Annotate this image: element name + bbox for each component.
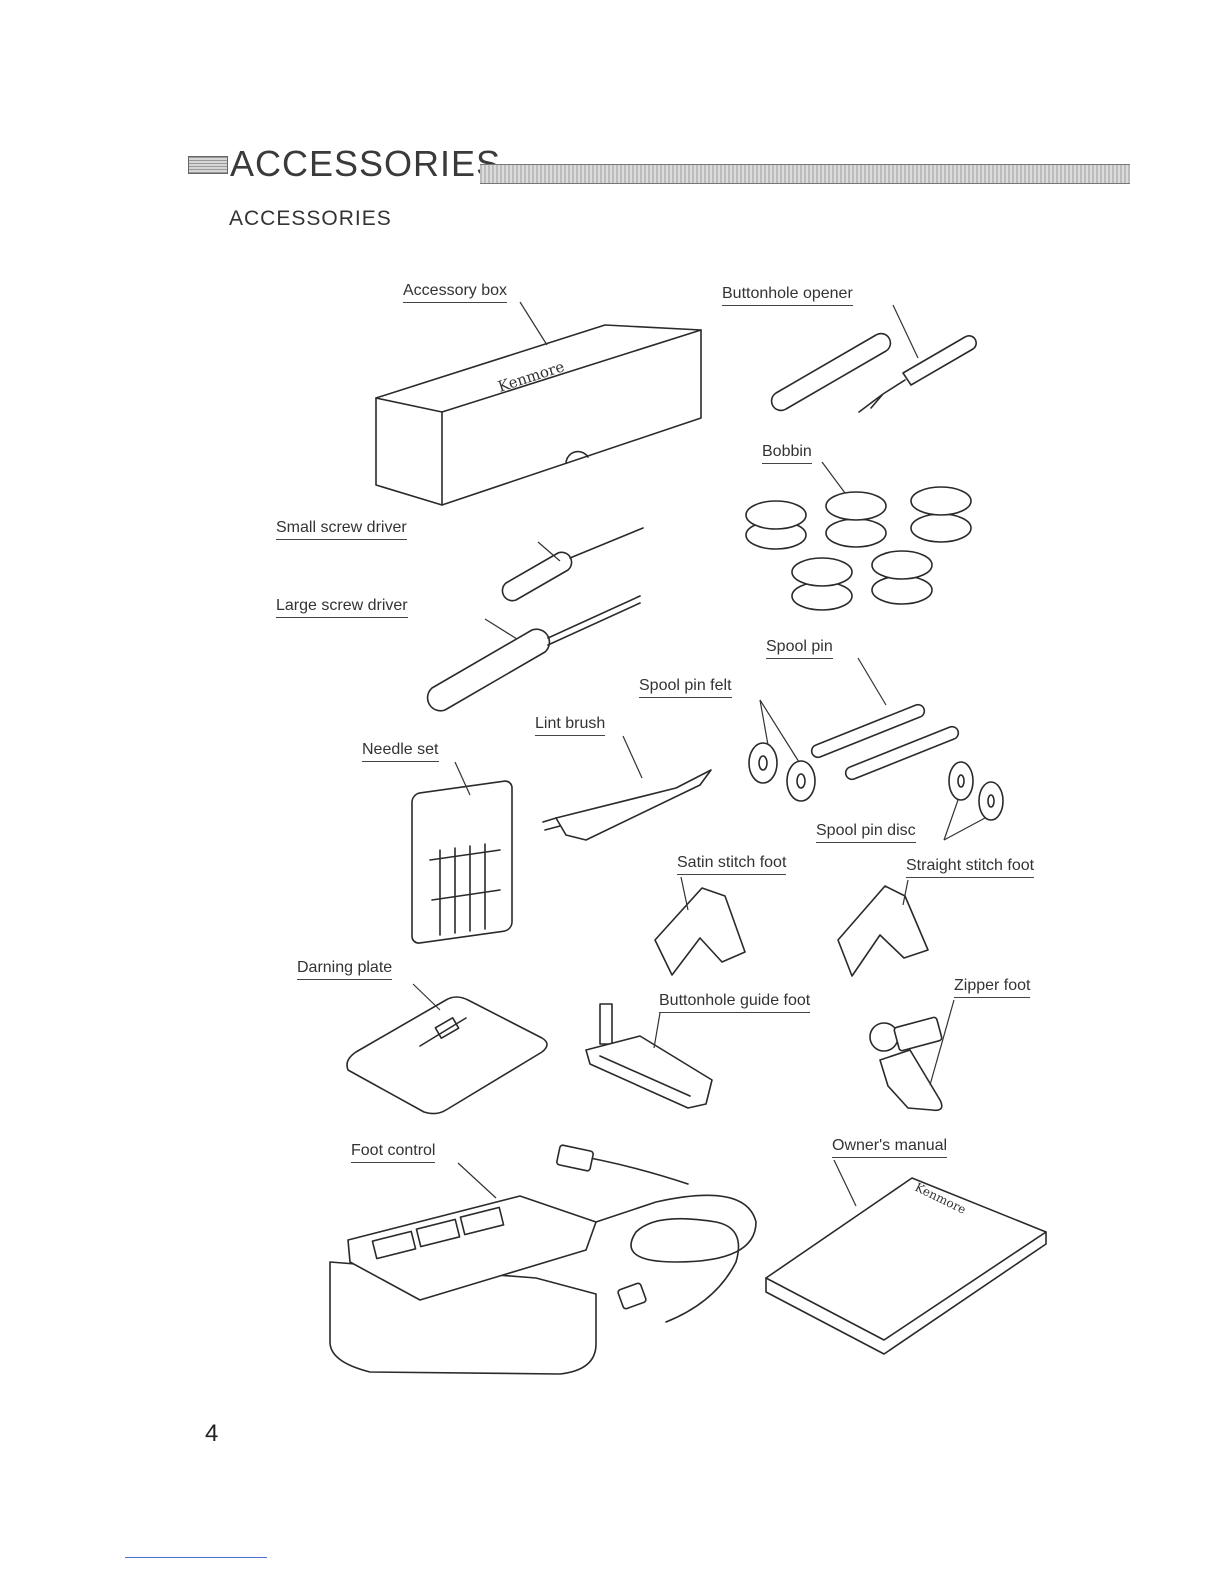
spool-pin-disc-illustration: [944, 762, 1003, 840]
spool-pin-felt-illustration: [749, 700, 815, 801]
label-satin-stitch-foot: Satin stitch foot: [677, 854, 786, 875]
foot-control-illustration: [330, 1145, 756, 1374]
satin-stitch-foot-illustration: [655, 877, 745, 975]
label-spool-pin-felt: Spool pin felt: [639, 677, 732, 698]
label-darning-plate: Darning plate: [297, 959, 392, 980]
buttonhole-guide-foot-illustration: [586, 1004, 712, 1108]
spool-pin-illustration: [812, 658, 959, 779]
label-large-screw-driver: Large screw driver: [276, 597, 408, 618]
label-straight-stitch-foot: Straight stitch foot: [906, 857, 1034, 878]
owners-manual-illustration: Kenmore: [766, 1160, 1046, 1354]
needle-set-illustration: [412, 762, 512, 944]
label-bobbin: Bobbin: [762, 443, 812, 464]
darning-plate-illustration: [347, 984, 547, 1114]
label-needle-set: Needle set: [362, 741, 439, 762]
label-buttonhole-opener: Buttonhole opener: [722, 285, 853, 306]
label-owners-manual: Owner's manual: [832, 1137, 947, 1158]
label-small-screw-driver: Small screw driver: [276, 519, 407, 540]
label-lint-brush: Lint brush: [535, 715, 605, 736]
footer-rule: [125, 1557, 267, 1558]
label-accessory-box: Accessory box: [403, 282, 507, 303]
label-foot-control: Foot control: [351, 1142, 435, 1163]
zipper-foot-illustration: [870, 1000, 954, 1110]
small-screw-driver-illustration: [502, 528, 643, 601]
label-spool-pin-disc: Spool pin disc: [816, 822, 916, 843]
page-number: 4: [205, 1420, 218, 1448]
buttonhole-opener-illustration: [772, 305, 977, 412]
lint-brush-illustration: [543, 736, 711, 840]
label-buttonhole-guide-foot: Buttonhole guide foot: [659, 992, 810, 1013]
large-screw-driver-illustration: [428, 596, 640, 711]
accessory-box-illustration: Kenmore: [376, 302, 701, 505]
label-spool-pin: Spool pin: [766, 638, 833, 659]
bobbins-illustration: [746, 462, 971, 610]
straight-stitch-foot-illustration: [838, 880, 928, 976]
label-zipper-foot: Zipper foot: [954, 977, 1030, 998]
